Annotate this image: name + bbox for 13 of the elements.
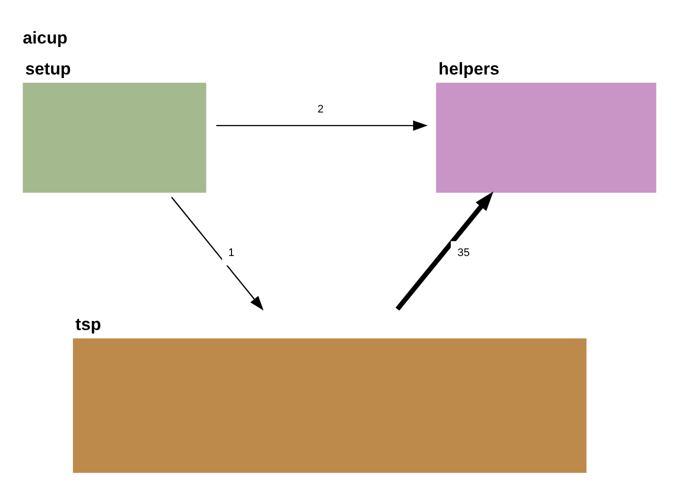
arrow: [396, 190, 494, 310]
edge-label: 35: [458, 246, 470, 259]
diagram-title: aicup: [22, 28, 68, 47]
node-label: setup: [25, 58, 71, 78]
node-box: [72, 338, 586, 472]
edge-label: 1: [228, 246, 234, 259]
edge-label: 2: [317, 102, 324, 115]
node-label: helpers: [438, 58, 500, 78]
node-label: tsp: [75, 314, 102, 334]
node-box: [22, 82, 206, 192]
node-box: [436, 82, 656, 192]
arrow: [216, 120, 428, 130]
arrow: [171, 196, 264, 310]
